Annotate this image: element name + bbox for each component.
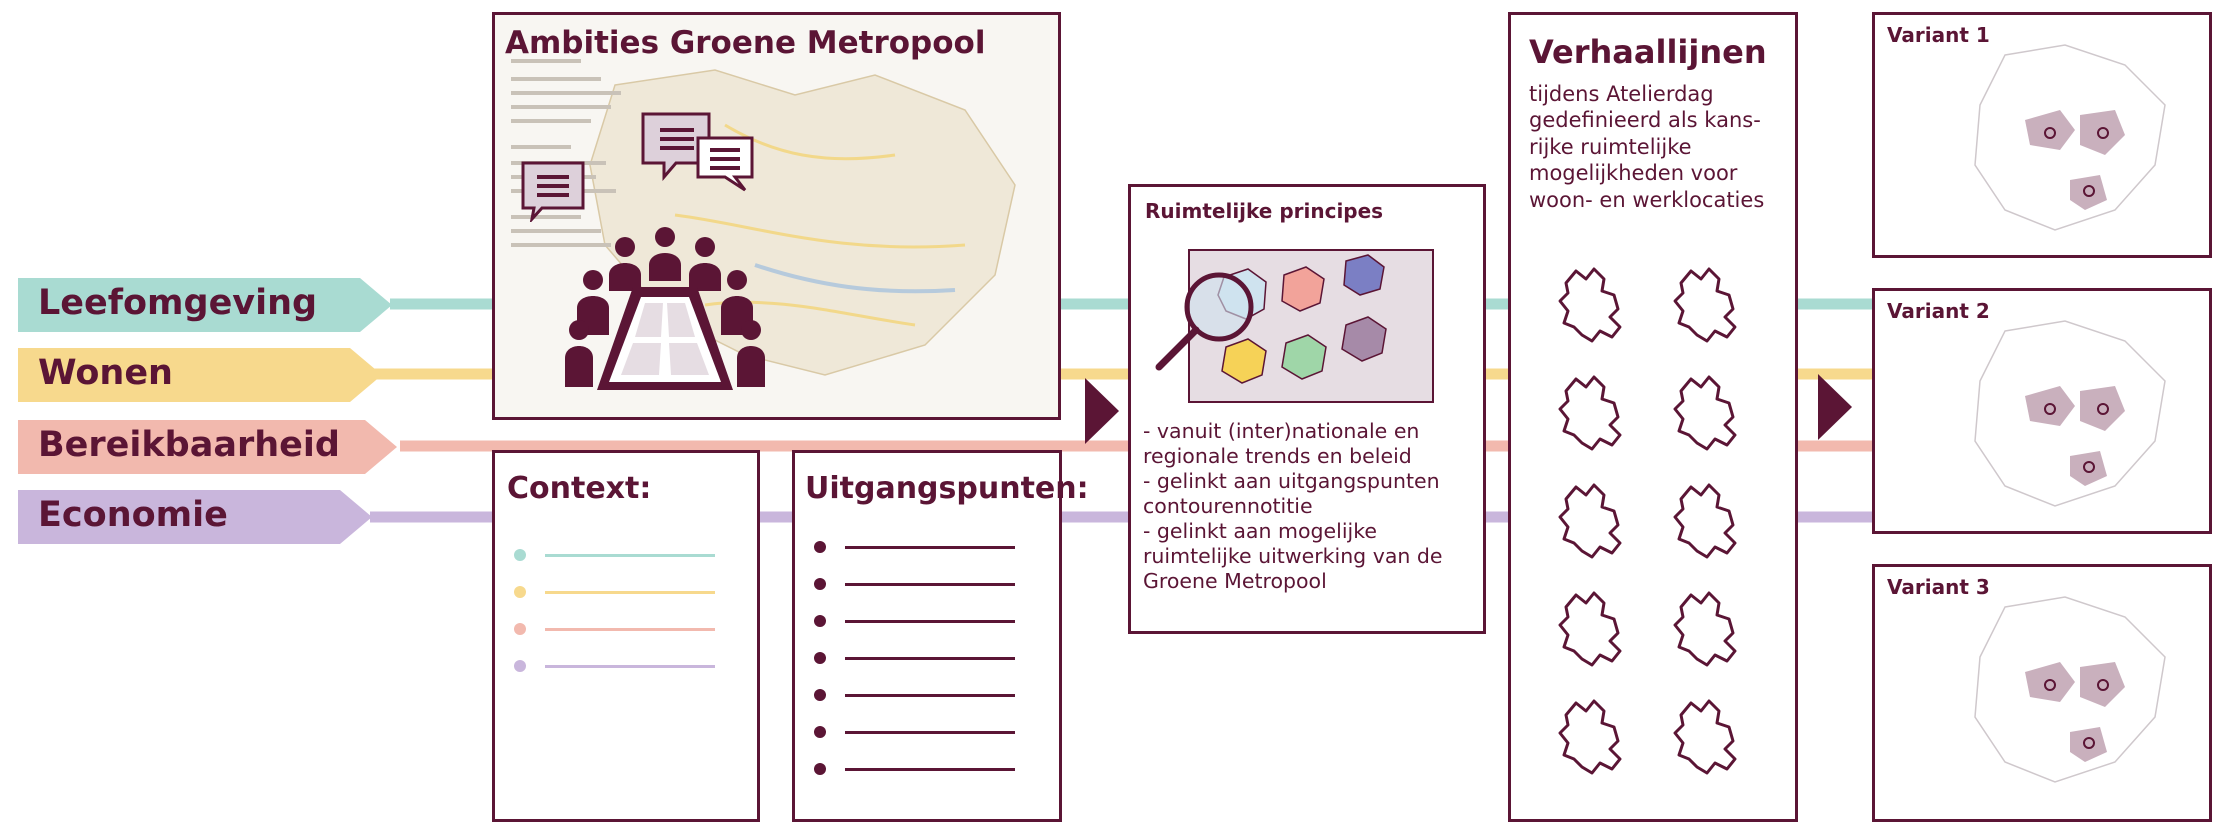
bereikbaarheid-label: Bereikbaarheid: [38, 425, 340, 465]
leefomgeving-label: Leefomgeving: [38, 283, 318, 323]
verhaallijnen-description-line: tijdens Atelierdag: [1529, 82, 1714, 106]
economie-label: Economie: [38, 495, 228, 535]
context-line-wonen: [545, 591, 715, 594]
leefomgeving-arrow: [18, 278, 392, 332]
speech-bubble-icon: [641, 112, 711, 181]
context-dot-economie: [514, 660, 526, 672]
context-line-bereikbaarheid: [545, 628, 715, 631]
context-dot-leefomgeving: [514, 549, 526, 561]
ambities-box: Ambities Groene Metropool: [492, 12, 1061, 420]
ambities-title: Ambities Groene Metropool: [505, 25, 986, 61]
principes-bullet-line: - vanuit (inter)nationale en: [1143, 419, 1420, 443]
verhaallijnen-description-line: gedefinieerd als kans-: [1529, 108, 1761, 133]
principes-bullets: - vanuit (inter)nationale en regionale t…: [1143, 419, 1443, 594]
speech-bubble-icon: [521, 161, 585, 222]
verhaallijnen-outlines: [1558, 267, 1737, 775]
uitgangspunten-title: Uitgangspunten:: [805, 471, 1089, 506]
principes-bullet-line: Groene Metropool: [1143, 569, 1327, 593]
principes-box: Ruimtelijke principes - vanuit (inter)na…: [1128, 184, 1486, 634]
principes-title: Ruimtelijke principes: [1145, 199, 1384, 223]
context-dot-bereikbaarheid: [514, 623, 526, 635]
variant-1-map-image: [1974, 44, 2166, 231]
context-line-leefomgeving: [545, 554, 715, 557]
context-line-economie: [545, 665, 715, 668]
variant-3-map-image: [1974, 596, 2166, 783]
variant-1-box: Variant 1: [1872, 12, 2212, 258]
bereikbaarheid-arrow: [18, 420, 397, 474]
verhaallijnen-description-line: mogelijkheden voor: [1529, 161, 1738, 186]
flow-arrow-icon: [1818, 374, 1852, 440]
variant-3-box: Variant 3: [1872, 564, 2212, 822]
verhaallijnen-box: Verhaallijnen tijdens Atelierdag gedefin…: [1508, 12, 1798, 822]
wonen-arrow: [18, 348, 382, 402]
economie-arrow: [18, 490, 372, 544]
variant-2-title: Variant 2: [1887, 299, 1990, 323]
principes-bullet-line: regionale trends en beleid: [1143, 444, 1412, 468]
flow-arrow-icon: [1085, 378, 1119, 444]
principes-bullet-line: contourennotitie: [1143, 494, 1313, 518]
magnifier-icon: [1155, 272, 1254, 371]
context-title: Context:: [507, 471, 652, 506]
verhaallijnen-description: tijdens Atelierdag gedefinieerd als kans…: [1529, 81, 1764, 213]
context-legend: [514, 549, 715, 672]
verhaallijnen-description-line: rijke ruimtelijke: [1529, 134, 1692, 159]
verhaallijnen-description-line: woon- en werklocaties: [1529, 187, 1765, 212]
uitgangspunten-box: Uitgangspunten:: [792, 450, 1089, 822]
principes-bullet-line: - gelinkt aan mogelijke: [1143, 519, 1377, 543]
wonen-label: Wonen: [38, 353, 173, 393]
variant-3-title: Variant 3: [1887, 575, 1990, 599]
verhaallijnen-title: Verhaallijnen: [1529, 33, 1767, 71]
speech-bubble-icon: [696, 136, 754, 192]
variant-2-map-image: [1974, 320, 2166, 507]
principes-bullet-line: - gelinkt aan uitgangspunten: [1143, 469, 1440, 493]
variant-1-title: Variant 1: [1887, 23, 1990, 47]
variant-2-box: Variant 2: [1872, 288, 2212, 534]
uitgangspunten-bullets: [814, 541, 1015, 775]
context-box: Context:: [492, 450, 760, 822]
principes-bullet-line: ruimtelijke uitwerking van de: [1143, 544, 1443, 568]
meeting-table-icon: [565, 227, 765, 390]
context-dot-wonen: [514, 586, 526, 598]
